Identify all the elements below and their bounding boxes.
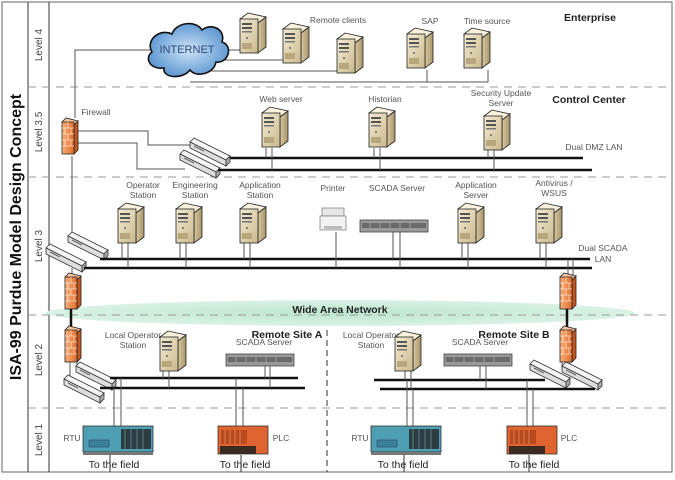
level-1-label: Level 1: [34, 423, 45, 456]
site-a-local-op-label-2: Station: [120, 340, 147, 350]
printer-icon: [319, 207, 347, 231]
firewall-dmz-wiring: [71, 130, 192, 240]
antivirus-label-2: WSUS: [541, 188, 567, 198]
wan-firewall-control-top-right: [559, 272, 577, 310]
antivirus-label-1: Antivirus /: [535, 178, 573, 188]
security-update-label-2: Server: [488, 98, 513, 108]
site-a-local-op-label-1: Local Operator: [105, 330, 161, 340]
application-server-label-1: Application: [455, 180, 497, 190]
application-station-label-2: Station: [247, 190, 274, 200]
printer-label: Printer: [320, 183, 345, 193]
site-b-plc-label: PLC: [561, 433, 578, 443]
sap-server: [406, 27, 434, 69]
wan-firewall-site-a: [64, 325, 82, 363]
site-b-local-op-label-2: Station: [358, 340, 385, 350]
zone-remote-site-b: Remote Site B: [478, 329, 550, 341]
site-a-plc: [217, 425, 269, 455]
wan-firewall-site-b: [559, 325, 577, 363]
remote-client-server-2: [282, 22, 310, 64]
remote-clients-label: Remote clients: [310, 15, 366, 25]
site-b-plc: [506, 425, 558, 455]
application-server-label-2: Server: [463, 190, 488, 200]
remote-client-server-3: [336, 32, 364, 74]
to-the-field-1: To the field: [89, 459, 140, 471]
scada-server-rack: [359, 219, 429, 233]
historian-label: Historian: [368, 94, 402, 104]
site-b-scada-label: SCADA Server: [452, 337, 508, 347]
site-b-local-op-label-1: Local Operator: [343, 330, 399, 340]
site-a-rtu-label: RTU: [63, 433, 80, 443]
dmz-lan-label: Dual DMZ LAN: [565, 142, 622, 152]
field-drops: [109, 455, 530, 472]
application-server: [457, 202, 485, 244]
security-update-label-1: Security Update: [471, 88, 532, 98]
time-source-label: Time source: [464, 16, 511, 26]
engineering-label-1: Engineering: [172, 180, 218, 190]
time-source-server: [463, 27, 491, 69]
zone-remote-site-a: Remote Site A: [252, 329, 323, 341]
operator-label-1: Operator: [126, 180, 160, 190]
scada-lan-label-1: Dual SCADA: [578, 243, 627, 253]
web-server: [261, 106, 289, 148]
to-the-field-2: To the field: [220, 459, 271, 471]
operator-station: [117, 202, 145, 244]
site-b-scada-server-rack: [443, 353, 513, 367]
zone-enterprise: Enterprise: [564, 12, 616, 24]
site-a-rtu: [82, 425, 154, 456]
to-the-field-3: To the field: [378, 459, 429, 471]
level-3-label: Level 3: [34, 229, 45, 262]
antivirus-wsus-server: [535, 202, 563, 244]
security-update-server: [483, 109, 511, 151]
engineering-label-2: Station: [182, 190, 209, 200]
firewall-icon: [61, 117, 79, 155]
site-b-rtu: [370, 425, 442, 456]
level-4-label: Level 4: [34, 28, 45, 61]
site-b-rtu-label: RTU: [351, 433, 368, 443]
diagram-title: ISA-99 Purdue Model Design Concept: [8, 93, 25, 380]
application-station-label-1: Application: [239, 180, 281, 190]
wan-label: Wide Area Network: [292, 304, 387, 316]
internet-label: INTERNET: [160, 44, 215, 56]
web-server-label: Web server: [259, 94, 302, 104]
level-35-label: Level 3.5: [34, 111, 45, 152]
sap-label: SAP: [421, 16, 438, 26]
site-a-plc-label: PLC: [273, 433, 290, 443]
historian-server: [368, 106, 396, 148]
level-2-label: Level 2: [34, 343, 45, 376]
to-the-field-4: To the field: [509, 459, 560, 471]
site-a-local-operator-station: [159, 330, 187, 372]
scada-server-label: SCADA Server: [369, 183, 425, 193]
operator-label-2: Station: [130, 190, 157, 200]
wan-cloud: [45, 300, 635, 326]
zone-control-center: Control Center: [552, 94, 626, 106]
firewall-label: Firewall: [81, 107, 110, 117]
site-a-drops: [113, 362, 271, 428]
internet-cloud: INTERNET: [147, 22, 230, 78]
site-a-scada-server-rack: [225, 353, 295, 367]
remote-client-server-1: [239, 12, 267, 54]
application-station: [239, 202, 267, 244]
scada-lan-drops: [71, 230, 574, 275]
scada-lan-label-2: LAN: [595, 254, 612, 264]
wan-firewall-control-top: [64, 272, 82, 310]
site-b-drops: [404, 365, 534, 428]
engineering-station: [175, 202, 203, 244]
site-a-scada-label: SCADA Server: [236, 337, 292, 347]
